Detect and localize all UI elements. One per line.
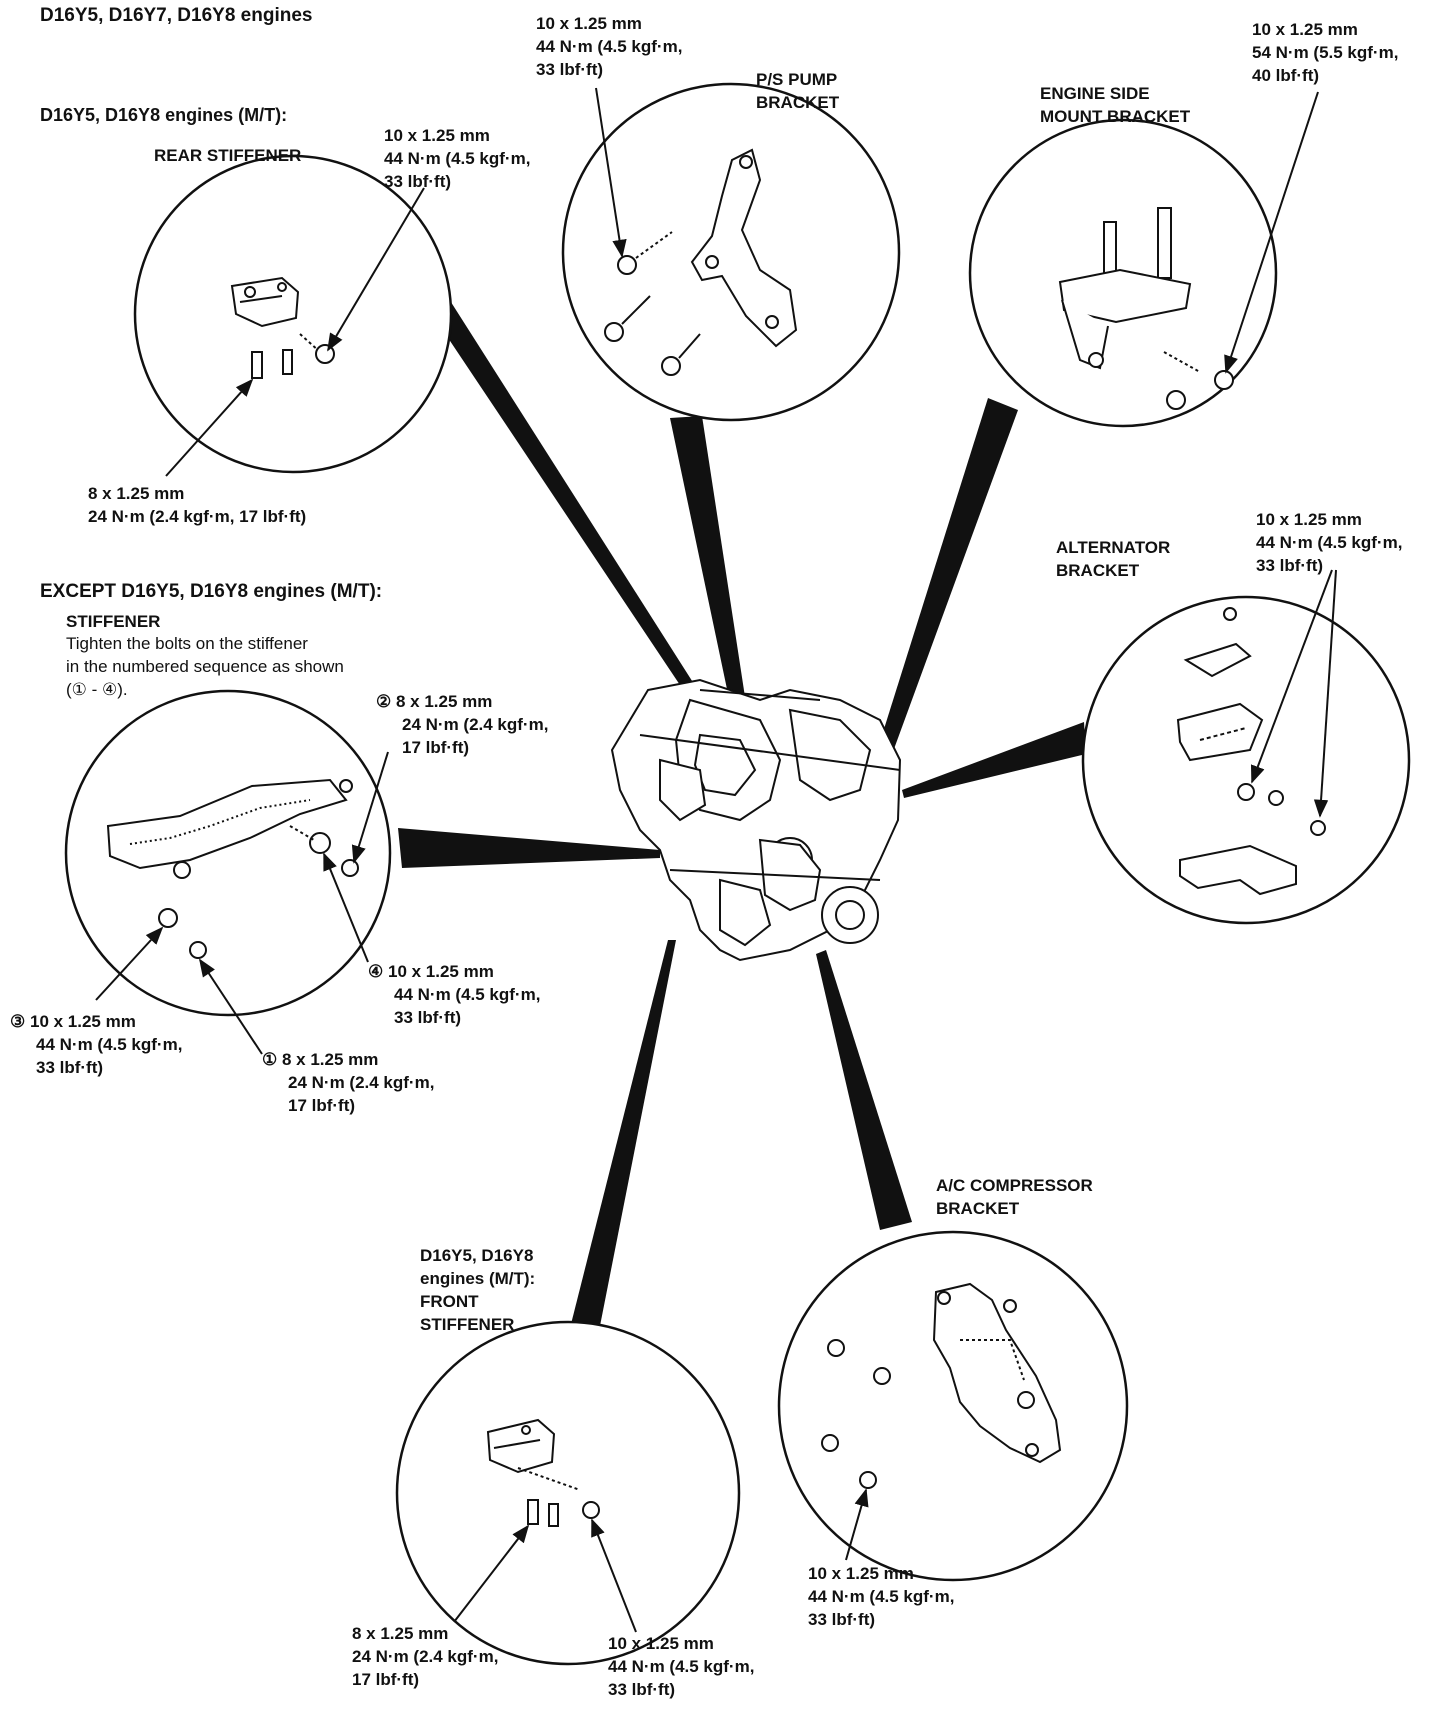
bolt-3-marker: ③ (10, 1012, 26, 1031)
alternator-bolt-spec: 10 x 1.25 mm 44 N·m (4.5 kgf·m, 33 lbf·f… (1256, 510, 1403, 575)
arrow-ps-pump (595, 87, 627, 258)
rear-stiffener-group-label: D16Y5, D16Y8 engines (M/T): (40, 105, 288, 125)
arrow-alt-2 (1313, 569, 1337, 818)
rear-stiffener-lower-bolt-spec: 8 x 1.25 mm 24 N·m (2.4 kgf·m, 17 lbf·ft… (88, 484, 307, 526)
stiffener-bolt-2-spec: ② 8 x 1.25 mm 24 N·m (2.4 kgf·m, 17 lbf·… (376, 692, 549, 757)
arrow-front-left (453, 1524, 530, 1623)
front-stiffener-name: D16Y5, D16Y8 engines (M/T): FRONT STIFFE… (420, 1246, 536, 1334)
arrow-stf-1 (199, 958, 263, 1055)
front-stiffener-parts (486, 1418, 600, 1527)
stiffener-bolt-1-spec: ① 8 x 1.25 mm 24 N·m (2.4 kgf·m, 17 lbf·… (262, 1050, 435, 1115)
arrow-side-mount (1224, 91, 1319, 374)
arrow-front-right (591, 1518, 637, 1633)
engine-side-mount-bracket-name: ENGINE SIDE MOUNT BRACKET (1040, 84, 1191, 126)
arrow-stf-3 (95, 926, 164, 1001)
wedge-ac-compressor (816, 950, 912, 1230)
alternator-parts (1176, 607, 1326, 896)
ps-pump-bracket-name: P/S PUMP BRACKET (756, 70, 840, 112)
rear-stiffener-parts (230, 276, 335, 379)
circle-alternator (1081, 595, 1411, 925)
ac-compressor-parts (821, 1282, 1062, 1489)
connector-wedges (398, 288, 1086, 1336)
circle-front-stiffener (395, 1320, 741, 1666)
wedge-engine-side-mount (856, 398, 1018, 820)
bolt-1-marker: ① (262, 1050, 278, 1069)
circle-ac-compressor (777, 1230, 1129, 1582)
wedge-stiffener (398, 828, 660, 868)
alternator-bracket-name: ALTERNATOR BRACKET (1056, 538, 1171, 580)
arrow-rear-lower (165, 378, 254, 477)
rear-stiffener-name: REAR STIFFENER (154, 146, 302, 165)
front-stiffener-right-bolt-spec: 10 x 1.25 mm 44 N·m (4.5 kgf·m, 33 lbf·f… (608, 1634, 755, 1699)
front-stiffener-left-bolt-spec: 8 x 1.25 mm 24 N·m (2.4 kgf·m, 17 lbf·ft… (352, 1624, 499, 1689)
arrow-ac (845, 1488, 869, 1561)
engine-side-mount-bolt-spec: 10 x 1.25 mm 54 N·m (5.5 kgf·m, 40 lbf·f… (1252, 20, 1399, 85)
wedge-rear-stiffener (420, 288, 708, 712)
wedge-alternator (902, 722, 1086, 798)
stiffener-group-label: EXCEPT D16Y5, D16Y8 engines (M/T): (40, 581, 383, 602)
rear-stiffener-upper-bolt-spec: 10 x 1.25 mm 44 N·m (4.5 kgf·m, 33 lbf·f… (384, 126, 531, 191)
engine-side-mount-parts (1058, 207, 1234, 410)
wedge-front-stiffener (568, 940, 676, 1336)
ps-pump-bolt-spec: 10 x 1.25 mm 44 N·m (4.5 kgf·m, 33 lbf·f… (536, 14, 683, 79)
arrow-stf-2 (351, 751, 389, 864)
stiffener-name: STIFFENER (66, 612, 161, 631)
ac-compressor-bolt-spec: 10 x 1.25 mm 44 N·m (4.5 kgf·m, 33 lbf·f… (808, 1564, 955, 1629)
stiffener-bolt-4-spec: ④ 10 x 1.25 mm 44 N·m (4.5 kgf·m, 33 lbf… (368, 962, 541, 1027)
arrow-alt-1 (1250, 569, 1333, 784)
page-title: D16Y5, D16Y7, D16Y8 engines (40, 5, 313, 26)
arrow-rear-upper (327, 187, 425, 352)
bolt-4-marker: ④ (368, 962, 384, 981)
ps-pump-parts (604, 148, 798, 376)
arrow-stf-4 (323, 852, 369, 963)
stiffener-sequence-note: Tighten the bolts on the stiffener in th… (66, 634, 344, 699)
stiffener-bolt-3-spec: ③ 10 x 1.25 mm 44 N·m (4.5 kgf·m, 33 lbf… (10, 1012, 183, 1077)
bolt-2-marker: ② (376, 692, 392, 711)
leader-arrows (95, 87, 1337, 1633)
engine-assembly (610, 678, 902, 962)
stiffener-parts (106, 778, 359, 959)
ac-compressor-bracket-name: A/C COMPRESSOR BRACKET (936, 1176, 1093, 1218)
